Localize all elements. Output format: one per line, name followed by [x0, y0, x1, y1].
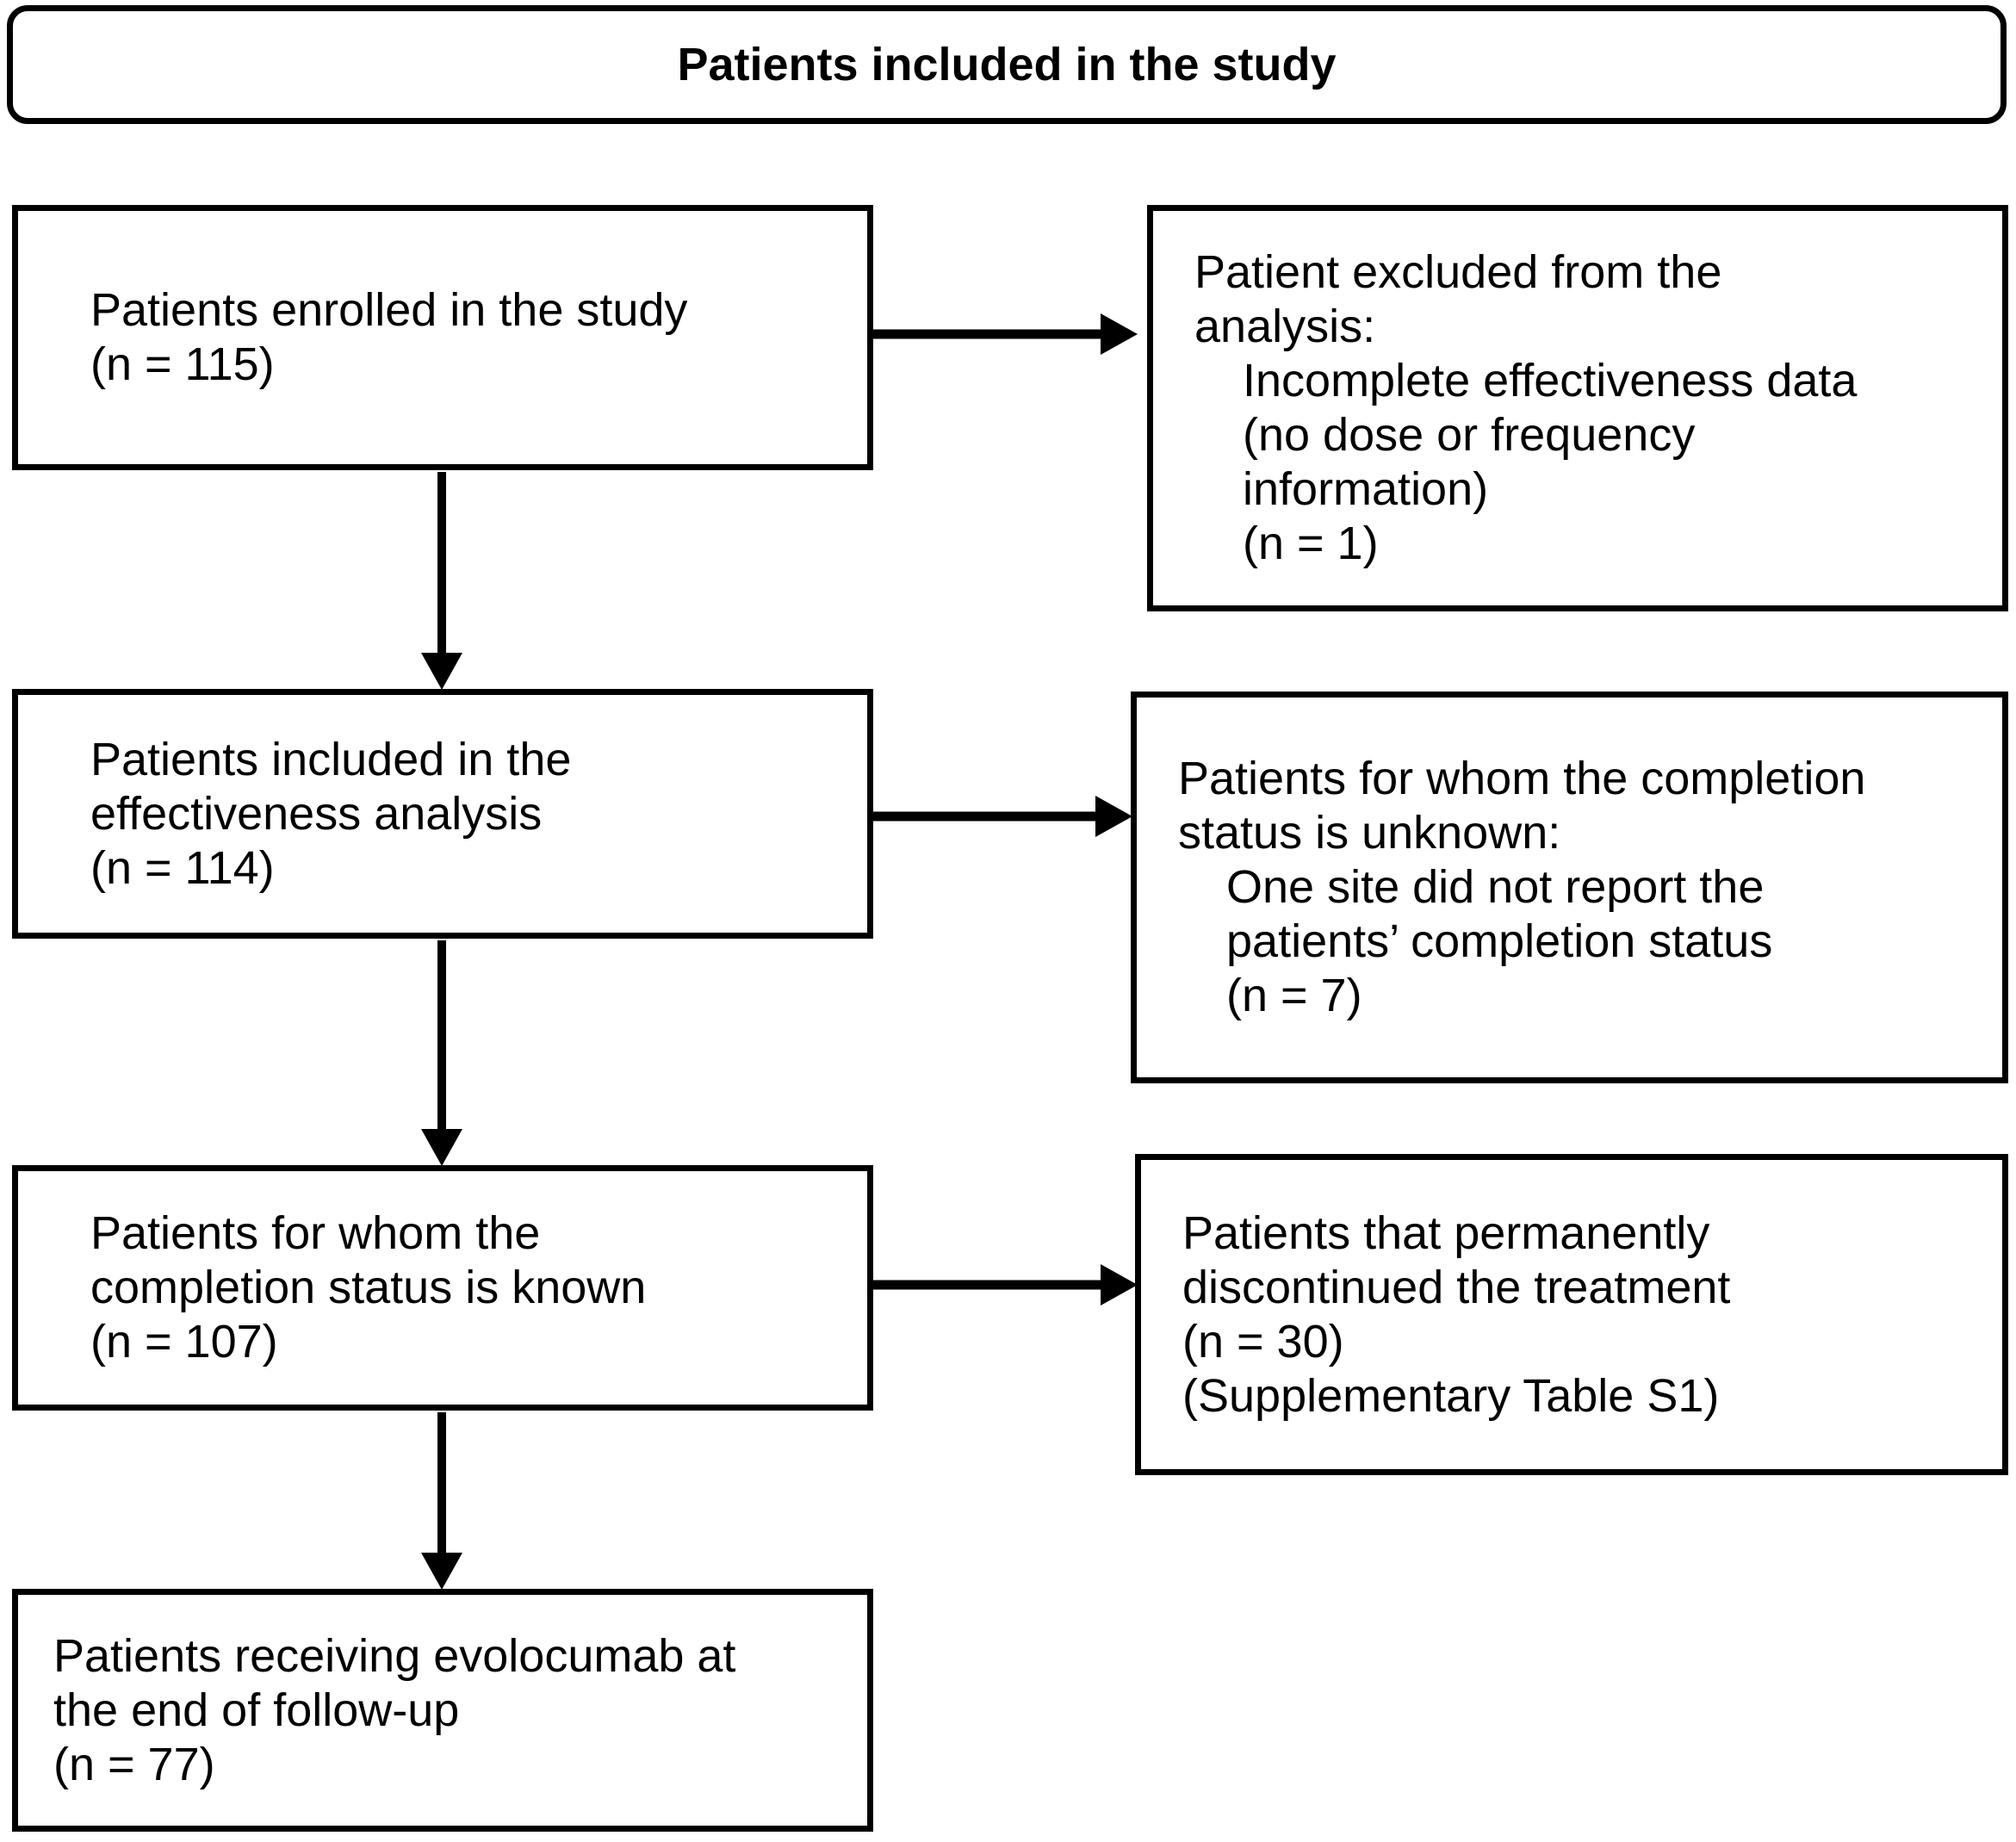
box-text-line: completion status is known — [90, 1262, 647, 1313]
box-text-line: Patients for whom the completion — [1178, 753, 1866, 804]
box-receiving-evolocumab: Patients receiving evolocumab at the end… — [12, 1589, 873, 1832]
box-text-line: (n = 30) — [1182, 1315, 1344, 1368]
box-text-line: (no dose or frequency — [1243, 409, 1696, 461]
box-discontinued-treatment: Patients that permanently discontinued t… — [1135, 1154, 2008, 1475]
box-text-line: effectiveness analysis — [90, 787, 543, 840]
box-text-line: patients’ completion status — [1226, 915, 1773, 967]
box-text-line: discontinued the treatment — [1182, 1261, 1731, 1313]
box-completion-status-unknown: Patients for whom the completion status … — [1131, 692, 2008, 1083]
box-text-line: status is unknown: — [1178, 807, 1561, 859]
arrow-down-3 — [421, 1412, 462, 1590]
box-patients-enrolled: Patients enrolled in the study (n = 115) — [12, 205, 873, 470]
box-text-line: Patients for whom the — [90, 1207, 541, 1259]
arrow-down-2 — [421, 940, 462, 1166]
box-text-line: Patients that permanently — [1182, 1206, 1710, 1259]
box-text-line: Patient excluded from the — [1194, 246, 1722, 298]
box-text-line: (n = 114) — [90, 841, 275, 894]
box-text-line: the end of follow-up — [53, 1684, 460, 1736]
box-text-line: Incomplete effectiveness data — [1243, 355, 1858, 406]
box-text-line: One site did not report the — [1226, 861, 1765, 913]
diagram-title-box: Patients included in the study — [7, 5, 2007, 124]
arrow-right-2 — [872, 796, 1132, 837]
box-text-line: (n = 77) — [53, 1738, 215, 1790]
diagram-title: Patients included in the study — [677, 38, 1337, 90]
arrow-right-1 — [872, 313, 1138, 355]
box-text-line: Patients included in the — [90, 733, 572, 785]
arrow-right-3 — [872, 1264, 1138, 1306]
box-text-line: information) — [1243, 463, 1489, 515]
box-text-line: (n = 115) — [90, 338, 275, 390]
box-text-line: (n = 1) — [1243, 518, 1379, 569]
box-patient-excluded: Patient excluded from the analysis: Inco… — [1147, 205, 2008, 611]
box-completion-status-known: Patients for whom the completion status … — [12, 1165, 873, 1411]
box-text-line: (n = 7) — [1226, 970, 1362, 1021]
box-effectiveness-analysis: Patients included in the effectiveness a… — [12, 689, 873, 939]
box-text-line: analysis: — [1194, 301, 1376, 352]
box-text-line: (n = 107) — [90, 1316, 278, 1368]
arrow-down-1 — [421, 472, 462, 690]
box-text-line: Patients receiving evolocumab at — [53, 1629, 736, 1682]
box-text-line: (Supplementary Table S1) — [1182, 1369, 1720, 1422]
box-text-line: Patients enrolled in the study — [90, 284, 688, 336]
